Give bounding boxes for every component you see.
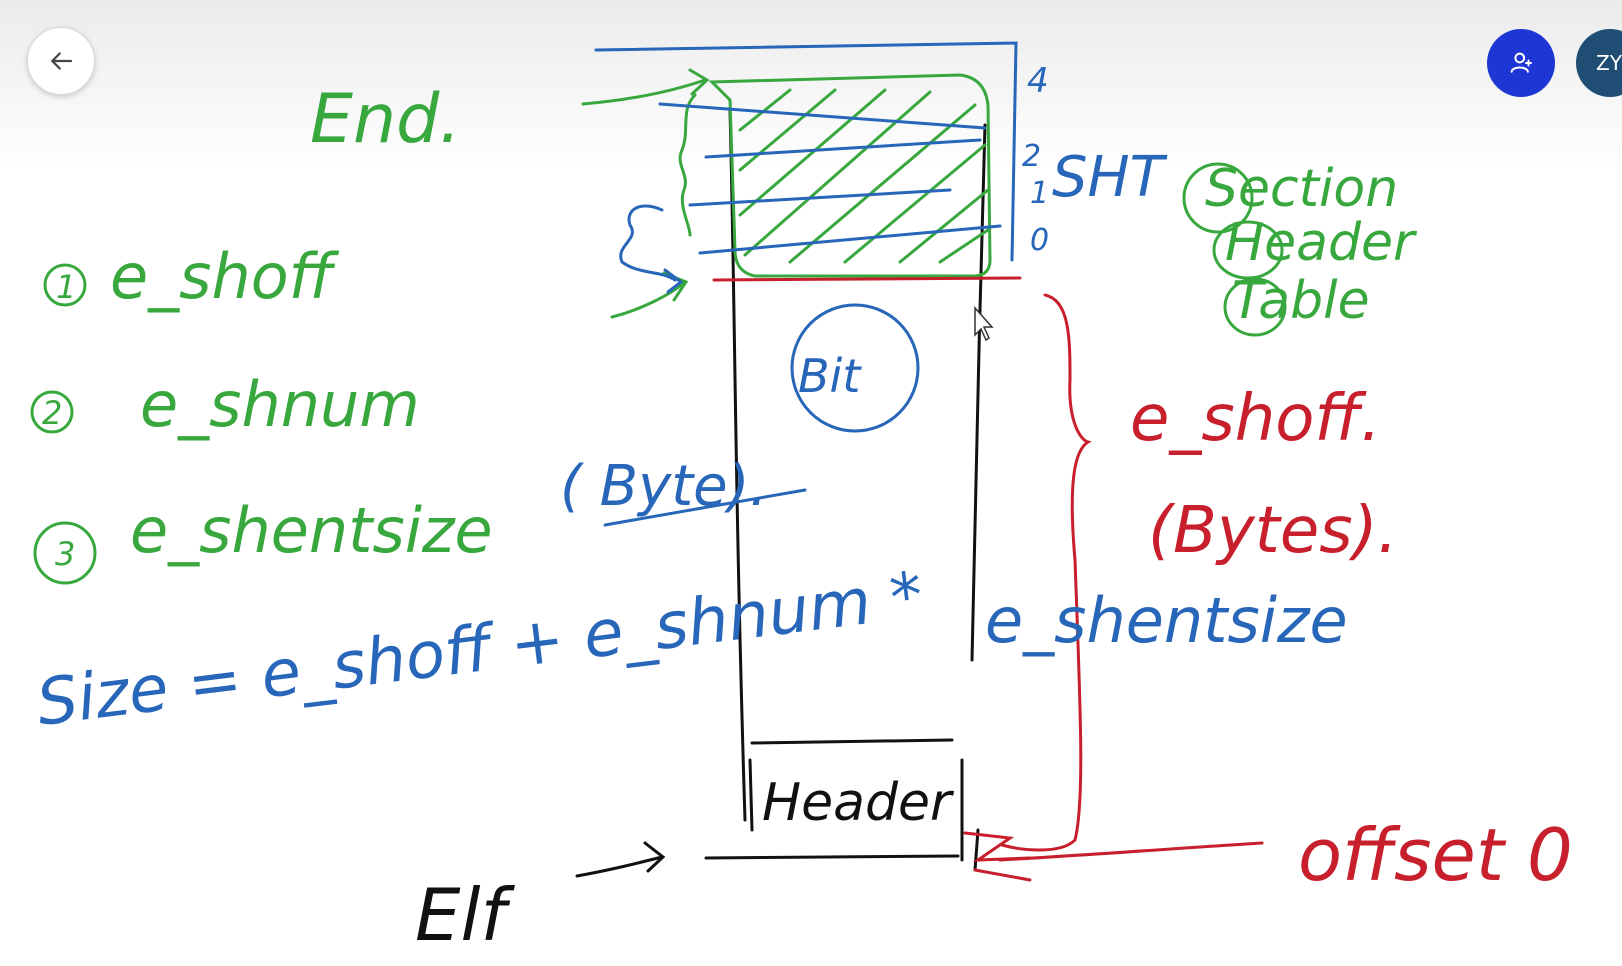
arrow-left-icon — [51, 52, 73, 70]
sht-index-0: 0 — [1030, 223, 1049, 258]
participants-button[interactable] — [1487, 29, 1555, 97]
list-item-2: e_shnum — [140, 368, 420, 441]
header-label: Header — [762, 773, 955, 833]
section-header-table-block — [581, 68, 992, 319]
e-shoff-label: e_shoff. — [1130, 382, 1381, 456]
byte-underline — [603, 488, 807, 527]
bit-label: Bit — [798, 349, 862, 403]
sht-expansion-section: Section — [1205, 159, 1398, 219]
elf-arrow — [575, 841, 666, 878]
byte-note: ( Byte). — [560, 454, 767, 519]
back-button[interactable] — [27, 27, 95, 95]
list-num-2: 2 — [42, 394, 62, 432]
list-num-1: 1 — [56, 268, 76, 306]
bytes-label: (Bytes). — [1148, 494, 1398, 568]
green-circles — [30, 162, 1287, 585]
person-add-icon — [1510, 52, 1532, 73]
list-item-3: e_shentsize — [130, 494, 493, 567]
sht-expansion-header: Header — [1225, 213, 1418, 273]
elf-label: Elf — [415, 873, 515, 957]
sht-entry-lines — [594, 41, 1018, 294]
sht-index-2: 2 — [1022, 139, 1041, 174]
formula-left: Size = e_shoff + e_shnum * — [33, 559, 927, 741]
avatar[interactable]: ZY — [1576, 29, 1622, 97]
mouse-cursor-icon — [974, 306, 994, 342]
sht-index-4: 4 — [1027, 61, 1049, 101]
avatar-initials: ZY — [1596, 51, 1622, 75]
end-label: End. — [310, 80, 461, 159]
sht-index-1: 1 — [1030, 176, 1049, 211]
e-shoff-bracket — [712, 276, 1264, 882]
bit-circle — [790, 303, 920, 433]
sht-label: SHT — [1052, 145, 1168, 210]
sht-expansion-table: Table — [1232, 271, 1370, 331]
formula-right: e_shentsize — [985, 584, 1348, 657]
list-item-1: e_shoff — [110, 240, 340, 313]
list-num-3: 3 — [55, 535, 75, 573]
offset-label: offset 0 — [1298, 813, 1573, 897]
